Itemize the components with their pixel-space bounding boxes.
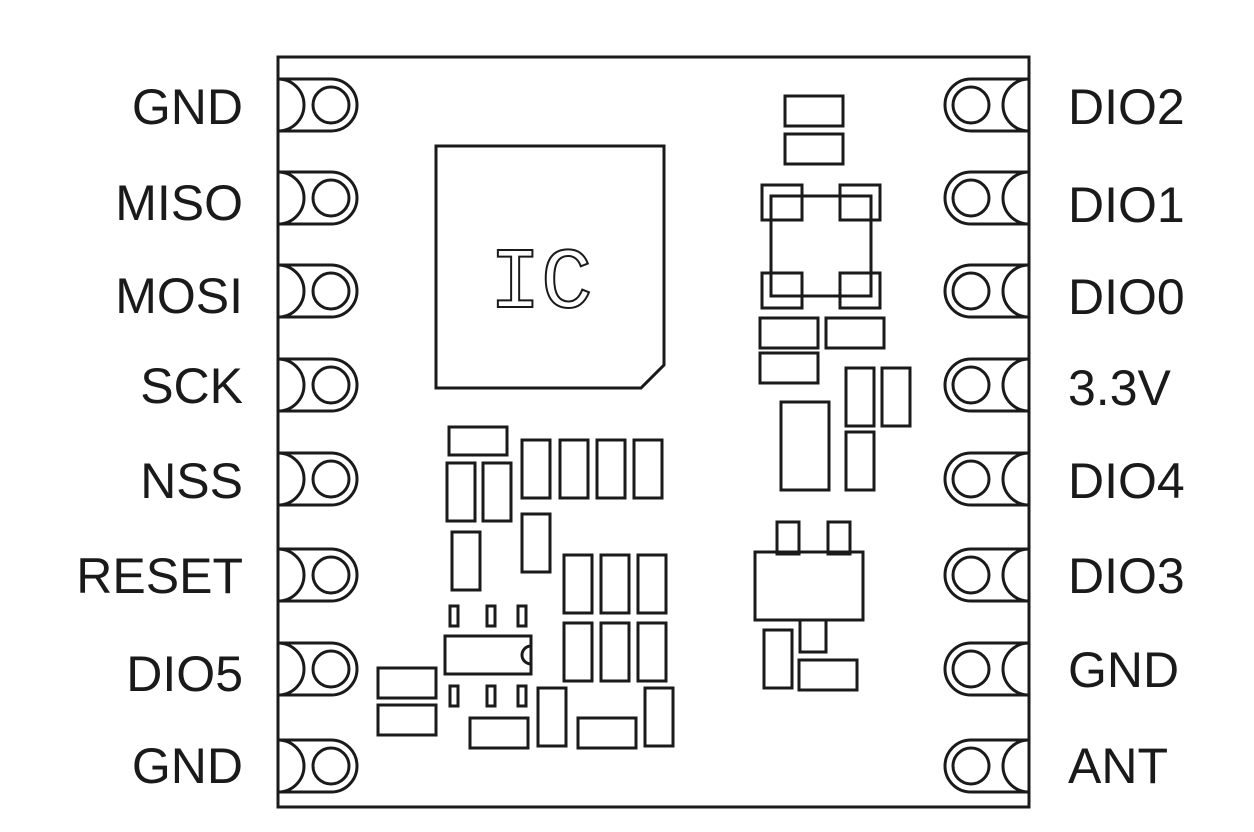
smd-part-20 [447,425,509,457]
smd-part-21 [445,461,477,523]
right-pin-label-3v3: 3.3V [1068,360,1171,416]
right-pin-label-dio2: DIO2 [1068,79,1185,135]
smd-part-31 [636,553,668,615]
soic-lead-bottom-2 [516,684,528,708]
smd-part-23 [520,438,552,500]
smd-part-17 [762,628,794,690]
ic-chip-label: IC [489,235,592,333]
left-pin-label-gnd: GND [131,79,243,135]
smd-part-41 [443,634,533,676]
smd-part-34 [636,621,668,683]
module-outline [276,55,1031,809]
right-pin-label-dio1: DIO1 [1068,177,1185,233]
left-pad-4 [277,451,359,507]
smd-part-25 [595,438,627,500]
solder-pads [277,77,1030,794]
smd-part-29 [562,553,594,615]
smd-part-37 [536,686,568,748]
right-pad-3 [943,357,1030,413]
smd-part-24 [558,438,590,500]
smd-part-15 [775,520,801,556]
left-pad-3 [277,357,359,413]
smd-part-32 [562,621,594,683]
right-pin-label-ant: ANT [1068,738,1168,794]
soic-notch [520,644,532,666]
smd-part-5 [760,271,804,310]
smd-part-38 [643,686,675,748]
left-pad-6 [277,641,359,697]
smd-part-39 [468,716,530,750]
right-pin-label-dio4: DIO4 [1068,453,1185,509]
right-pad-6 [943,641,1030,697]
smd-part-14 [753,550,865,622]
left-pad-1 [277,170,359,226]
soic-lead-top-1 [485,604,497,628]
left-pin-label-dio5: DIO5 [126,646,243,702]
soic-lead-bottom-1 [485,684,497,708]
smd-part-28 [450,530,482,592]
smd-part-0 [783,94,845,128]
right-pad-0 [943,77,1030,133]
left-pin-label-reset: RESET [76,548,243,604]
smd-part-11 [880,366,912,428]
right-pad-5 [943,547,1030,603]
right-pad-7 [943,738,1030,794]
smd-part-12 [779,400,831,492]
smd-part-26 [632,438,664,500]
left-pin-label-sck: SCK [140,358,243,414]
left-pad-0 [277,77,359,133]
right-pin-label-dio0: DIO0 [1068,269,1185,325]
smd-part-30 [599,553,631,615]
left-pin-label-gnd-bottom: GND [131,738,243,794]
smd-part-16 [826,520,852,556]
soic-lead-bottom-0 [448,684,460,708]
smd-part-13 [844,430,876,492]
smd-part-9 [758,351,820,385]
smd-part-6 [838,271,882,310]
right-pin-label-dio3: DIO3 [1068,548,1185,604]
smd-part-36 [376,703,438,737]
smd-part-27 [520,512,552,574]
soic-lead-top-2 [516,604,528,628]
smd-part-35 [376,666,438,700]
left-pad-5 [277,547,359,603]
smd-part-7 [758,316,820,350]
smd-part-19 [797,658,859,692]
smd-part-33 [599,621,631,683]
left-pad-2 [277,263,359,319]
smd-components [376,94,912,750]
right-pad-1 [943,170,1030,226]
crystal-frame [769,194,873,298]
soic-lead-top-0 [448,604,460,628]
right-pin-label-gnd: GND [1068,642,1180,698]
smd-part-18 [798,618,828,654]
left-pin-label-miso: MISO [115,175,243,231]
smd-part-4 [838,183,882,222]
smd-part-22 [481,461,513,523]
ic-chip [434,144,666,390]
left-pin-label-nss: NSS [140,453,243,509]
smd-part-10 [844,366,876,428]
right-pad-2 [943,263,1030,319]
smd-part-3 [760,183,804,222]
right-pad-4 [943,451,1030,507]
smd-part-8 [824,316,886,350]
left-pad-7 [277,738,359,794]
left-pin-label-mosi: MOSI [115,268,243,324]
smd-part-40 [576,716,638,750]
smd-part-1 [783,132,845,166]
